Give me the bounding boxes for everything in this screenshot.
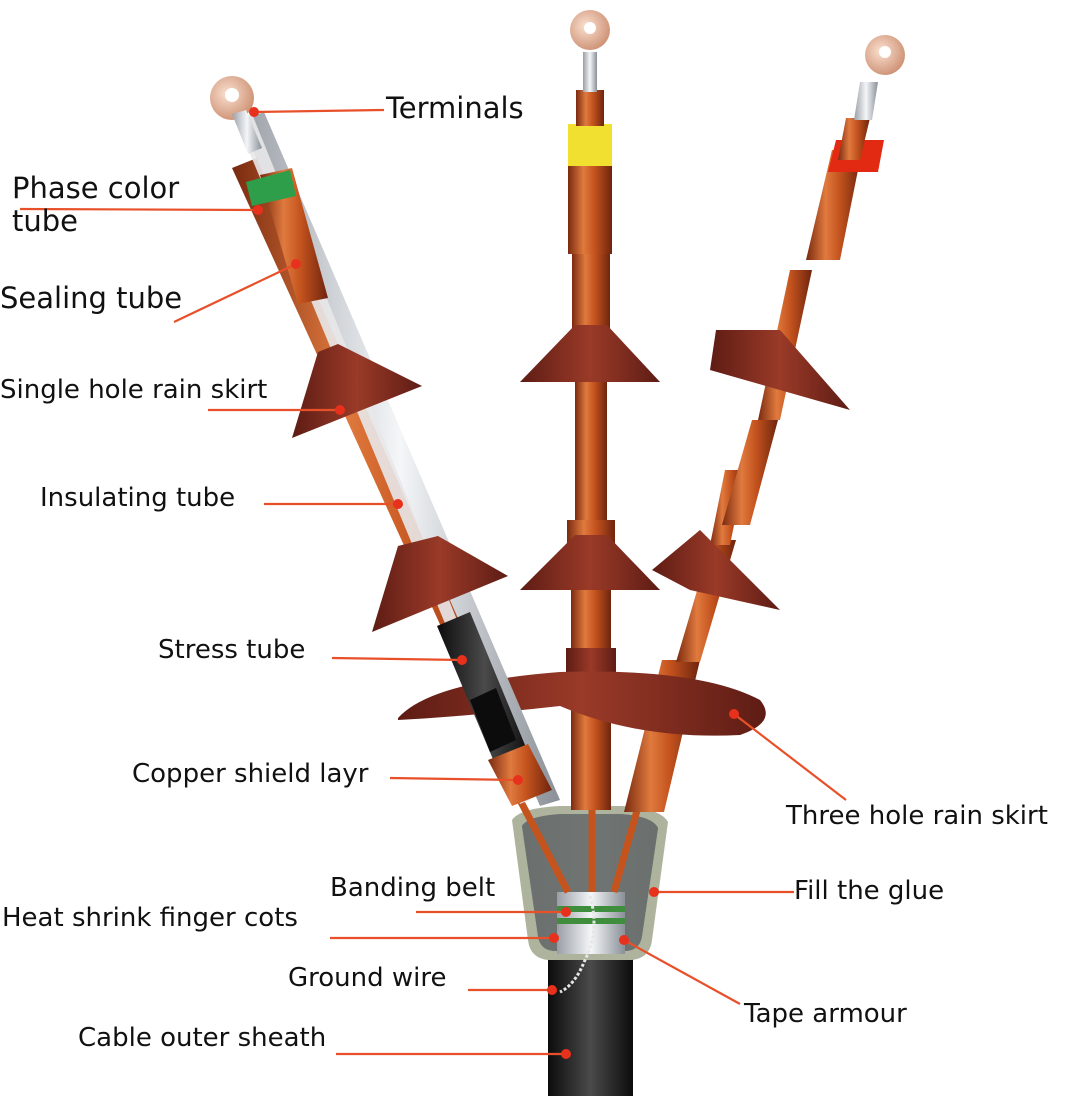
leader-tape-armour	[623, 939, 741, 1005]
conductor-left	[516, 798, 572, 894]
label-three-hole-rain-skirt: Three hole rain skirt	[786, 801, 1048, 831]
banding-belt-stripe-1	[557, 906, 625, 912]
leader-lines	[19, 108, 847, 1056]
label-tape-armour: Tape armour	[744, 999, 907, 1029]
label-fill-the-glue: Fill the glue	[794, 876, 945, 906]
label-ground-wire: Ground wire	[288, 963, 447, 993]
left-phase-assembly	[210, 76, 560, 806]
banding-belt-stripe-2	[557, 918, 625, 924]
label-terminals: Terminals	[386, 91, 524, 125]
label-cable-outer-sheath: Cable outer sheath	[78, 1023, 327, 1053]
label-banding-belt: Banding belt	[330, 873, 496, 903]
cable-outer-sheath-shape	[548, 948, 633, 1096]
ground-wire-shape	[559, 895, 596, 994]
label-phase-color-tube: Phase color tube	[12, 171, 180, 239]
leader-three-hole-rain-skirt	[733, 713, 847, 801]
right-phase-assembly	[624, 35, 905, 812]
leader-dots	[249, 107, 739, 1059]
label-single-hole-rain-skirt: Single hole rain skirt	[0, 375, 268, 405]
label-insulating-tube: Insulating tube	[40, 483, 236, 513]
label-heat-shrink-finger-cots: Heat shrink finger cots	[2, 903, 298, 933]
label-copper-shield-layer: Copper shield layr	[132, 759, 369, 789]
leader-phase-color-tube	[19, 207, 259, 212]
label-sealing-tube: Sealing tube	[0, 281, 183, 315]
leader-copper-shield-layer	[389, 776, 519, 782]
conductor-right	[610, 799, 644, 893]
label-stress-tube: Stress tube	[158, 635, 306, 665]
leader-stress-tube	[331, 656, 463, 662]
leader-terminals	[253, 108, 385, 114]
leader-sealing-tube	[173, 263, 297, 323]
